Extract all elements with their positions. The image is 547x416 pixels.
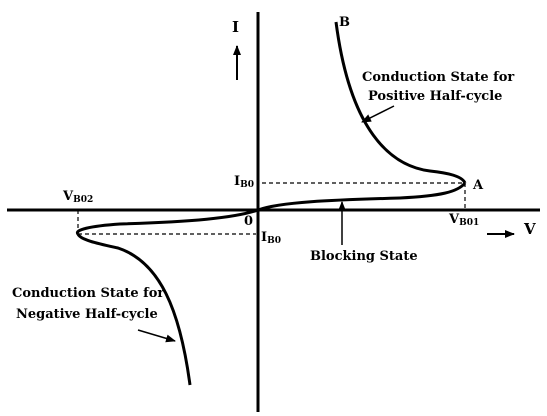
conduction-negative-label-line2: Negative Half-cycle [16,307,158,322]
conduction-state-positive-curve [334,21,467,184]
ib0-positive-label: IB0 [234,174,254,190]
vb02-label: VB02 [62,189,93,205]
conduction-state-negative-curve [76,233,192,386]
conduction-positive-label-line1: Conduction State for [362,70,514,85]
blocking-state-negative-curve [75,208,259,236]
point-a-label: A [472,178,484,193]
conduction-negative-pointer-arrow [137,329,176,343]
current-axis-label: I [232,18,239,36]
voltage-axis-label: V [523,220,536,238]
blocking-state-positive-curve [257,181,467,212]
blocking-state-label: Blocking State [310,249,418,264]
conduction-negative-label-line1: Conduction State for [12,286,164,301]
conduction-positive-label-line2: Positive Half-cycle [368,89,502,104]
conduction-positive-pointer-arrow [361,105,395,123]
origin-label: 0 [244,214,253,229]
point-b-label: B [339,15,350,30]
vb01-label: VB01 [448,212,479,228]
ib0-negative-label: IB0 [261,230,281,246]
